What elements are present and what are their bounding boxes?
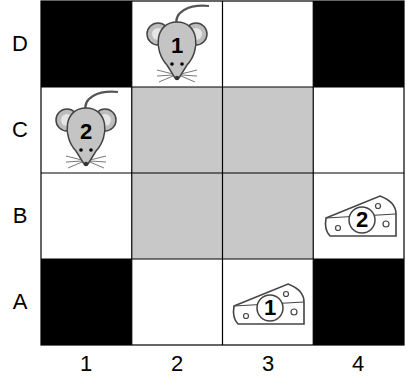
column-label: 3 <box>262 353 274 375</box>
mouse-token: 2 <box>46 88 126 172</box>
token-number: 2 <box>356 209 368 231</box>
cheese-token: 1 <box>230 278 308 330</box>
row-label: A <box>13 291 28 313</box>
row-label: D <box>12 33 28 55</box>
mouse-token: 1 <box>137 2 217 86</box>
token-number: 1 <box>171 35 183 57</box>
row-label: C <box>12 119 28 141</box>
column-label: 1 <box>80 353 92 375</box>
token-number: 2 <box>80 121 92 143</box>
column-label: 4 <box>352 353 364 375</box>
token-number: 1 <box>264 297 276 319</box>
row-label: B <box>13 205 28 227</box>
column-label: 2 <box>171 353 183 375</box>
cheese-token: 2 <box>322 190 400 242</box>
